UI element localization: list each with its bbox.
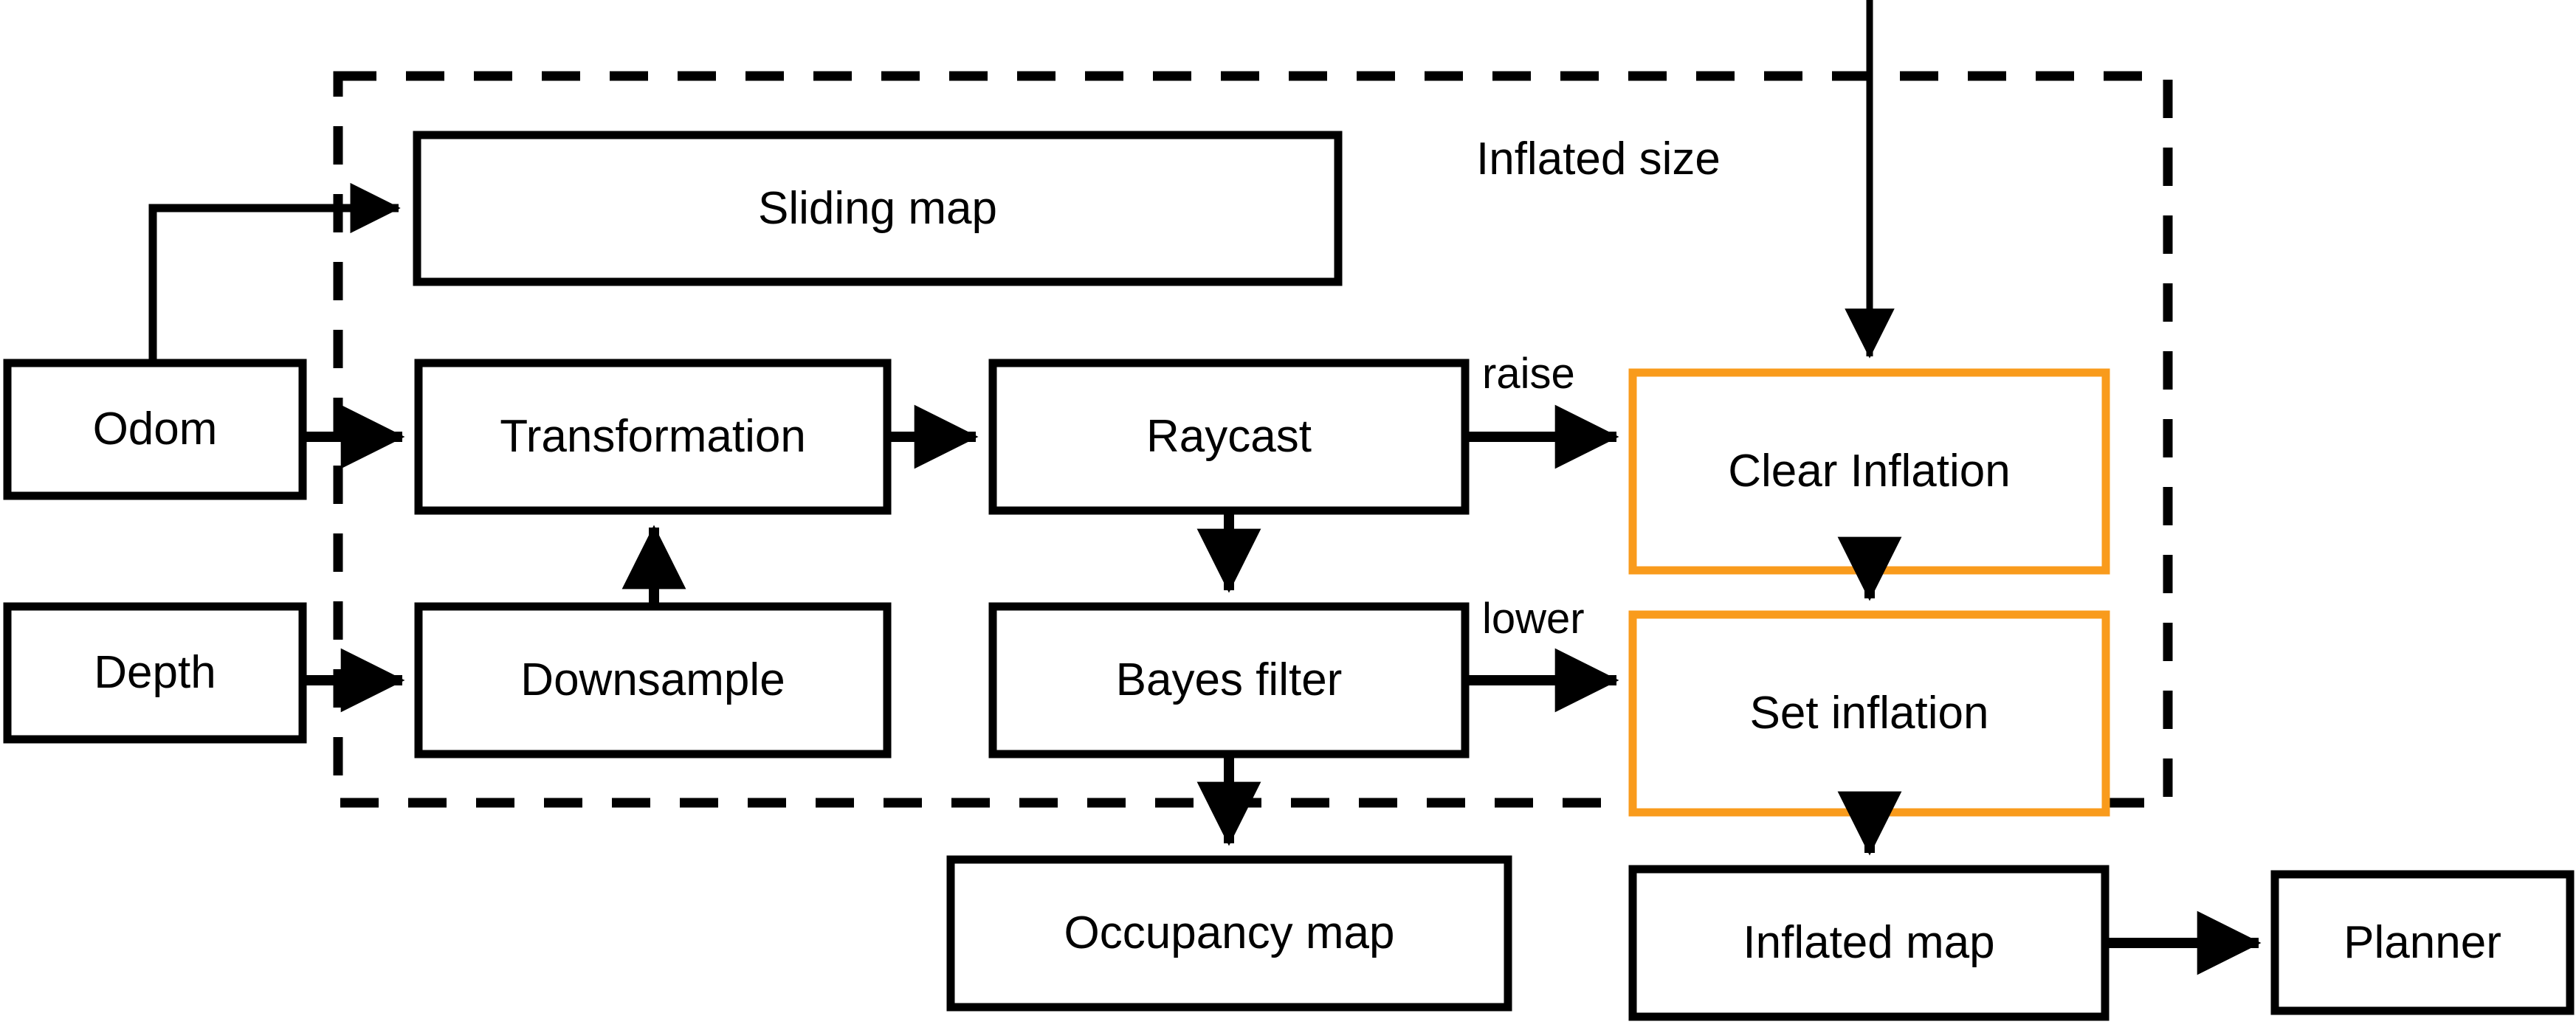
node-box-transformation[interactable] bbox=[414, 359, 892, 515]
node-box-downsample[interactable] bbox=[414, 602, 892, 758]
node-box-odom[interactable] bbox=[3, 359, 307, 500]
node-box-depth[interactable] bbox=[3, 602, 307, 744]
edge-label-raise: raise bbox=[1482, 350, 1575, 398]
node-box-bayes-filter[interactable] bbox=[988, 602, 1470, 758]
node-box-occupancy-map[interactable] bbox=[946, 855, 1512, 1012]
node-box-inflated-map[interactable] bbox=[1628, 865, 2110, 1021]
node-box-planner[interactable] bbox=[2270, 870, 2575, 1015]
node-box-raycast[interactable] bbox=[988, 359, 1470, 515]
edge-label-lower: lower bbox=[1482, 595, 1585, 643]
node-box-sliding-map[interactable] bbox=[413, 131, 1343, 286]
edge-odom-to-sliding-map bbox=[148, 182, 401, 363]
node-box-set-inflation[interactable] bbox=[1628, 610, 2110, 817]
inflated-size-group-label: Inflated size bbox=[1476, 134, 1721, 184]
node-box-clear-inflation[interactable] bbox=[1628, 368, 2110, 575]
